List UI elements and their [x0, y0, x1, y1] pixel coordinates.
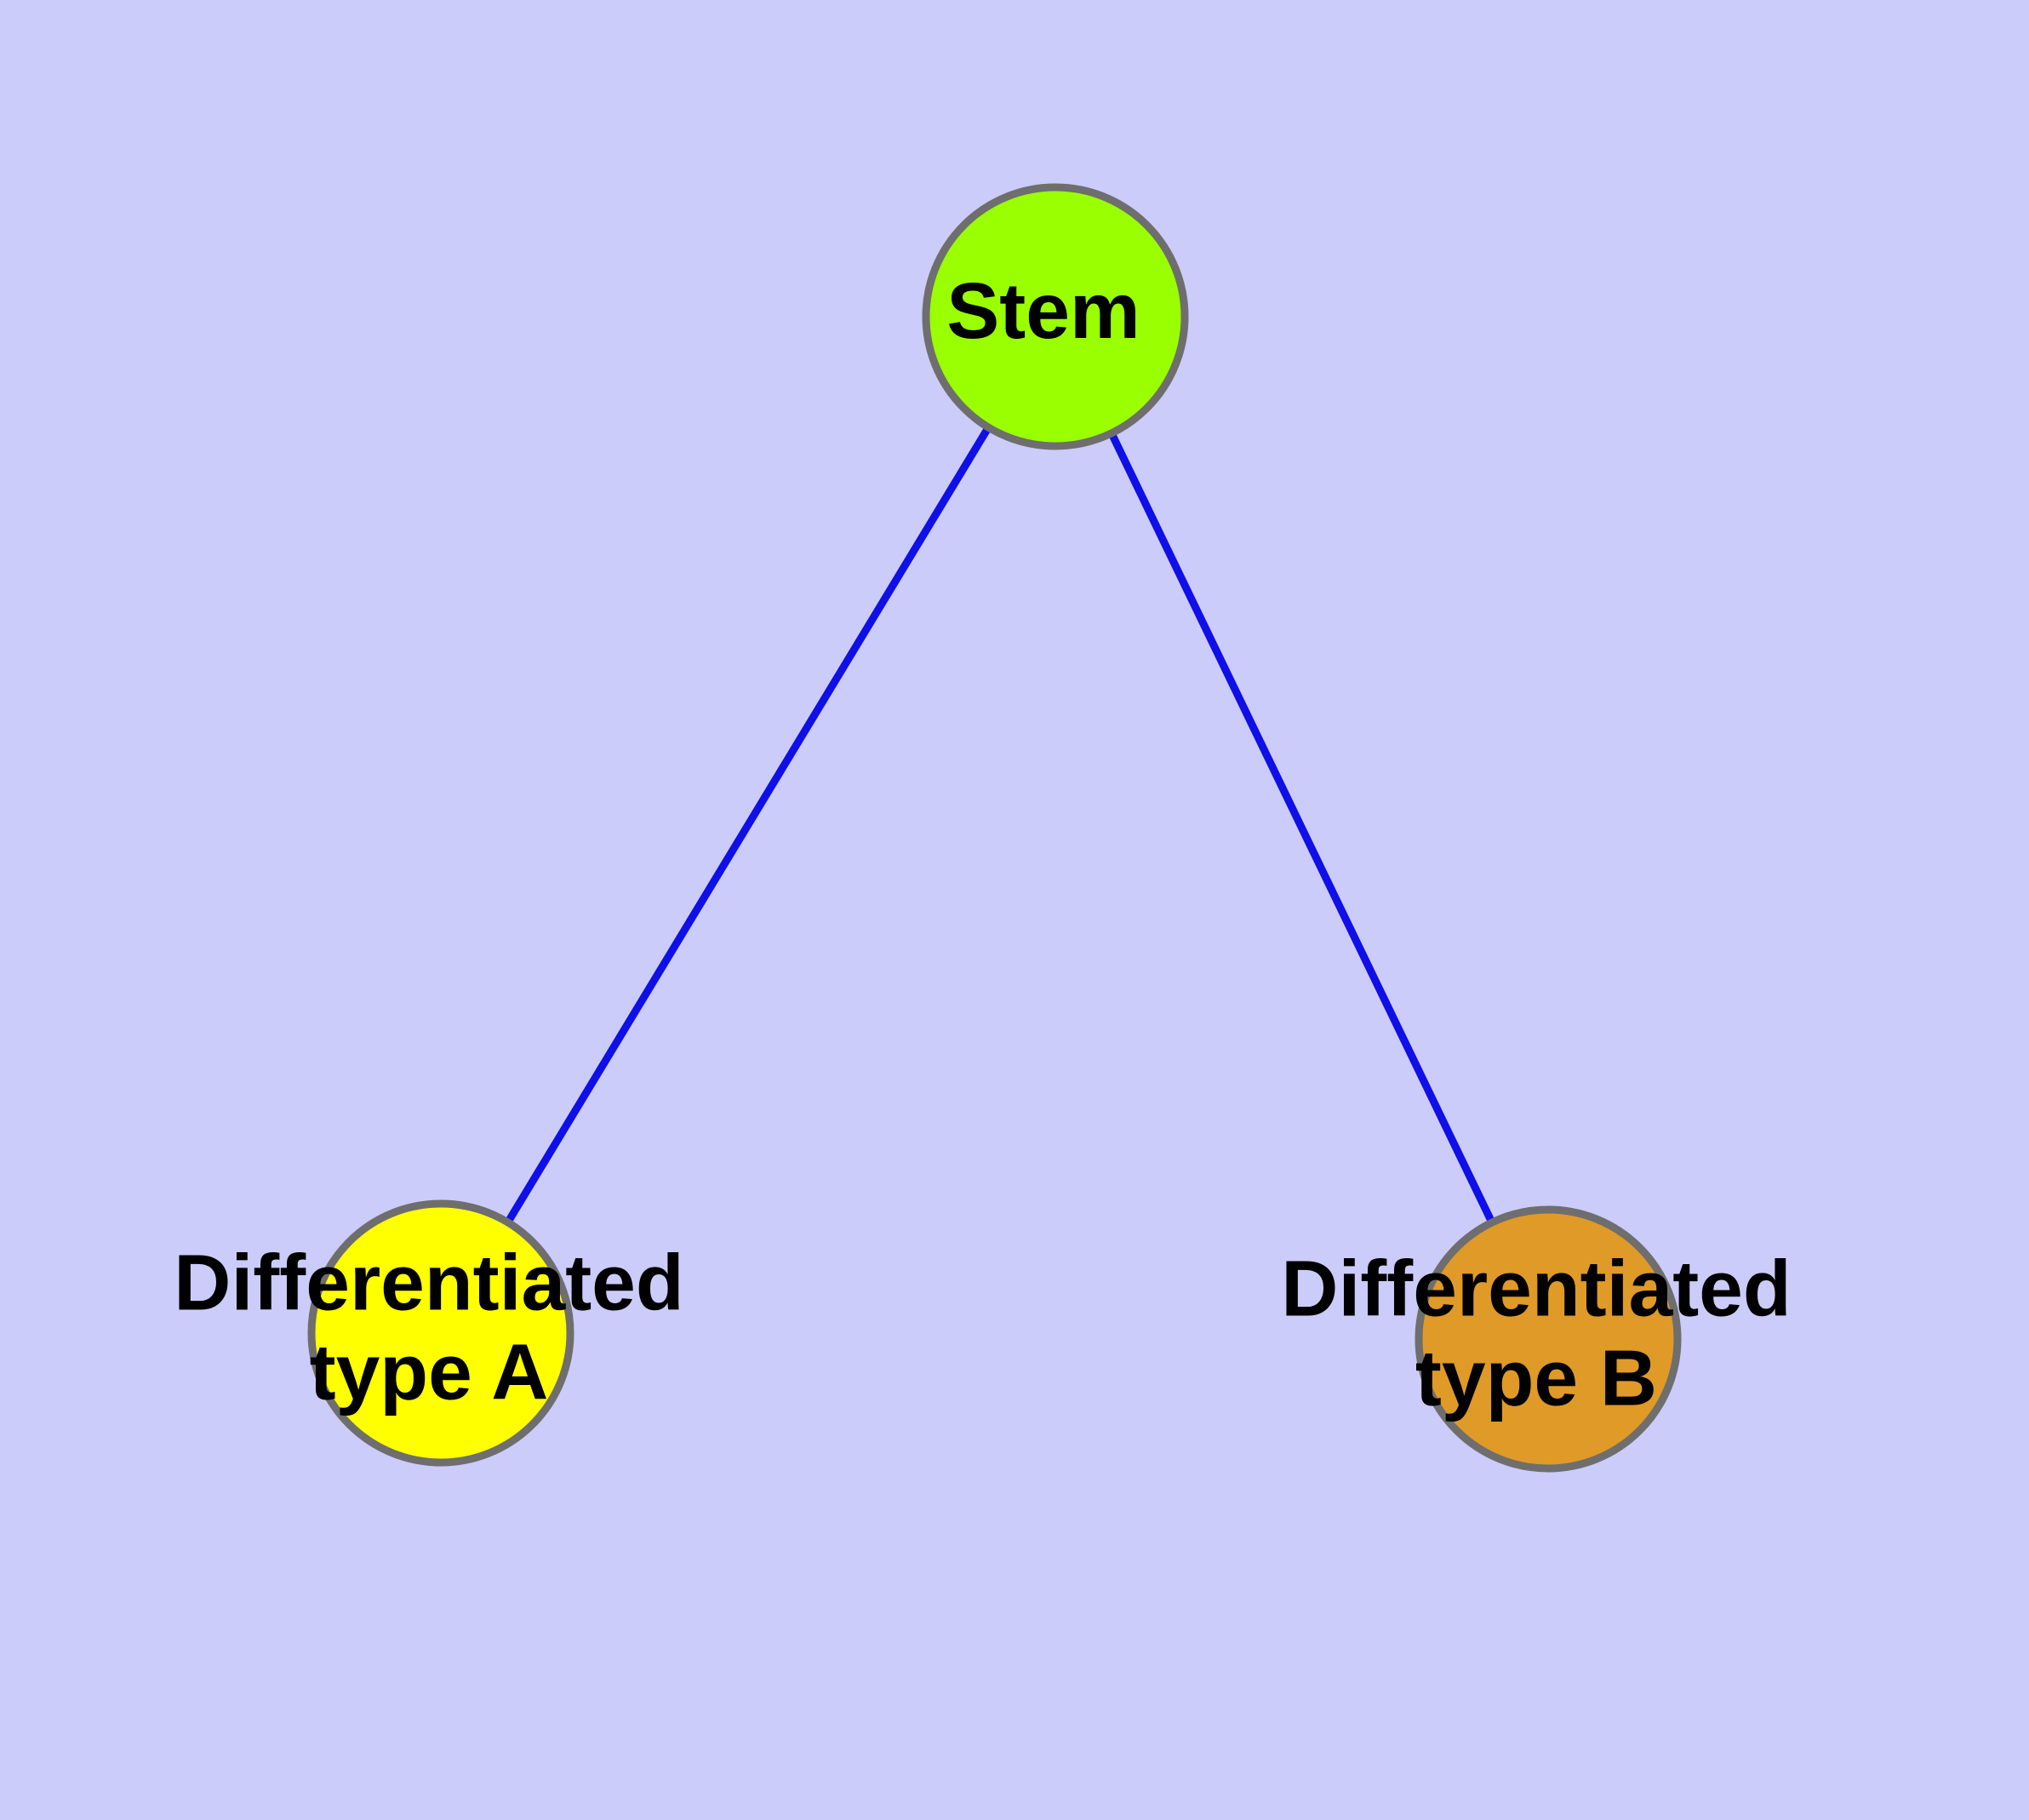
node-label-stem: Stem: [946, 266, 1140, 355]
graph-edge-stem-to-diff-b: [1107, 430, 1496, 1226]
node-label-line: Differentiated: [1281, 1244, 1791, 1332]
node-circle-diff_a[interactable]: [307, 1199, 574, 1467]
graph-edge-stem-to-diff-a: [503, 424, 993, 1226]
edges-group: [503, 424, 1496, 1226]
node-label-line: Stem: [946, 266, 1140, 355]
node-label-line: type B: [1415, 1333, 1657, 1422]
node-circle-stem[interactable]: [922, 183, 1189, 450]
node-circle-diff_b[interactable]: [1415, 1205, 1682, 1473]
node-label-line: Differentiated: [174, 1238, 683, 1326]
graph-node-stem[interactable]: Stem: [922, 183, 1189, 450]
node-label-line: type A: [310, 1327, 549, 1416]
